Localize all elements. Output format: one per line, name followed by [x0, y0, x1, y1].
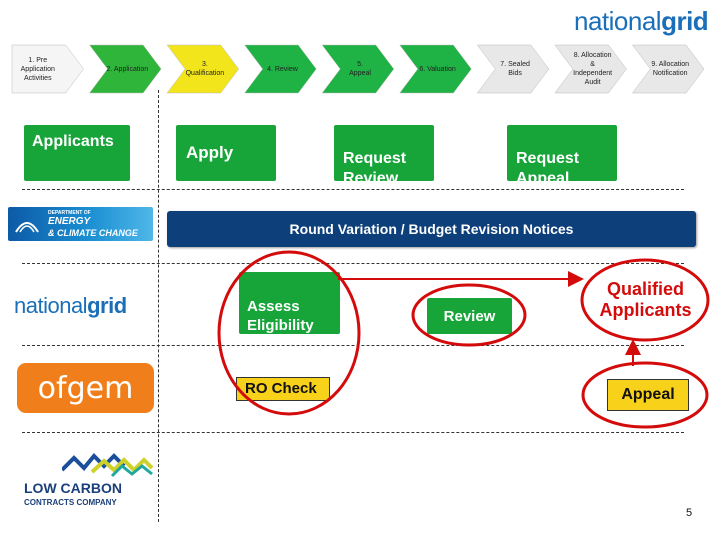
row-divider [22, 189, 684, 190]
lccc-logo: LOW CARBON CONTRACTS COMPANY [20, 452, 154, 512]
request-review-box: Request Review [334, 125, 434, 187]
request-appeal-label: Request Appeal [516, 150, 580, 187]
stage-chevron-6 [399, 44, 472, 94]
ofgem-logo-text: ofgem [37, 370, 134, 406]
decc-crest-icon [15, 222, 39, 233]
assess-eligibility-label: Assess Eligibility [247, 298, 314, 334]
round-variation-banner: Round Variation / Budget Revision Notice… [167, 211, 696, 247]
stage-chevron-5 [321, 44, 395, 94]
banner-label: Round Variation / Budget Revision Notice… [289, 221, 574, 237]
qualified-circle [580, 258, 710, 342]
appeal-label: Appeal [621, 386, 675, 403]
ro-check-label: RO Check [245, 380, 317, 397]
page-number: 5 [686, 507, 693, 519]
stage-label-9: 9. Allocation Notification [651, 61, 690, 77]
assess-eligibility-box: Assess Eligibility [239, 272, 340, 334]
stage-chevron-4 [244, 44, 317, 94]
row-divider [22, 263, 684, 264]
appeal-circle [581, 361, 709, 429]
stage-chevron-3 [166, 44, 239, 94]
stage-label-8: 8. Allocation & Independent Audit [573, 52, 613, 86]
stage-chevron-9 [631, 44, 705, 94]
applicants-label: Applicants [32, 133, 114, 150]
stage-label-4: 4. Review [267, 65, 298, 73]
review-box: Review [427, 298, 512, 334]
stage-label-3: 3. Qualification [185, 61, 225, 77]
stage-chevron-2 [89, 44, 162, 94]
decc-line2: ENERGY [48, 216, 91, 227]
decc-line1: DEPARTMENT OF [48, 210, 91, 216]
nationalgrid-row-logo: nationalgrid [14, 293, 127, 318]
stage-chevron-7 [476, 44, 550, 94]
stage-chevron-1 [11, 44, 84, 94]
lccc-line2: CONTRACTS COMPANY [24, 498, 117, 507]
stage-chevron-8 [554, 44, 627, 94]
stage-label-7: 7. Sealed Bids [500, 61, 530, 77]
stage-chevrons-svg [11, 44, 705, 94]
request-review-label: Request Review [343, 150, 407, 187]
review-label: Review [443, 307, 496, 325]
apply-label: Apply [186, 143, 234, 162]
decc-line3: & CLIMATE CHANGE [48, 228, 138, 238]
stage-label-6: 6. Valuation [419, 65, 456, 73]
stage-label-1: 1. Pre Application Activities [20, 56, 55, 82]
row-divider [22, 345, 684, 346]
decc-logo: DEPARTMENT OF ENERGY & CLIMATE CHANGE [8, 207, 153, 241]
column-divider [158, 90, 159, 522]
qualified-applicants-label: Qualified Applicants [599, 279, 692, 320]
request-appeal-box: Request Appeal [507, 125, 617, 187]
assess-circle [217, 250, 361, 416]
ofgem-logo: ofgem [17, 363, 154, 413]
applicants-box: Applicants [24, 125, 130, 181]
row-divider [22, 432, 684, 433]
nationalgrid-logo: nationalgrid [574, 6, 709, 36]
appeal-box: Appeal [607, 379, 689, 411]
apply-box: Apply [176, 125, 276, 181]
lccc-wave-icon [62, 453, 154, 478]
stage-label-2: 2. Application [106, 65, 149, 73]
ro-check-box: RO Check [236, 377, 330, 401]
lccc-line1: LOW CARBON [24, 480, 122, 496]
stage-label-5: 5. Appeal [349, 61, 371, 77]
review-circle [411, 283, 527, 347]
